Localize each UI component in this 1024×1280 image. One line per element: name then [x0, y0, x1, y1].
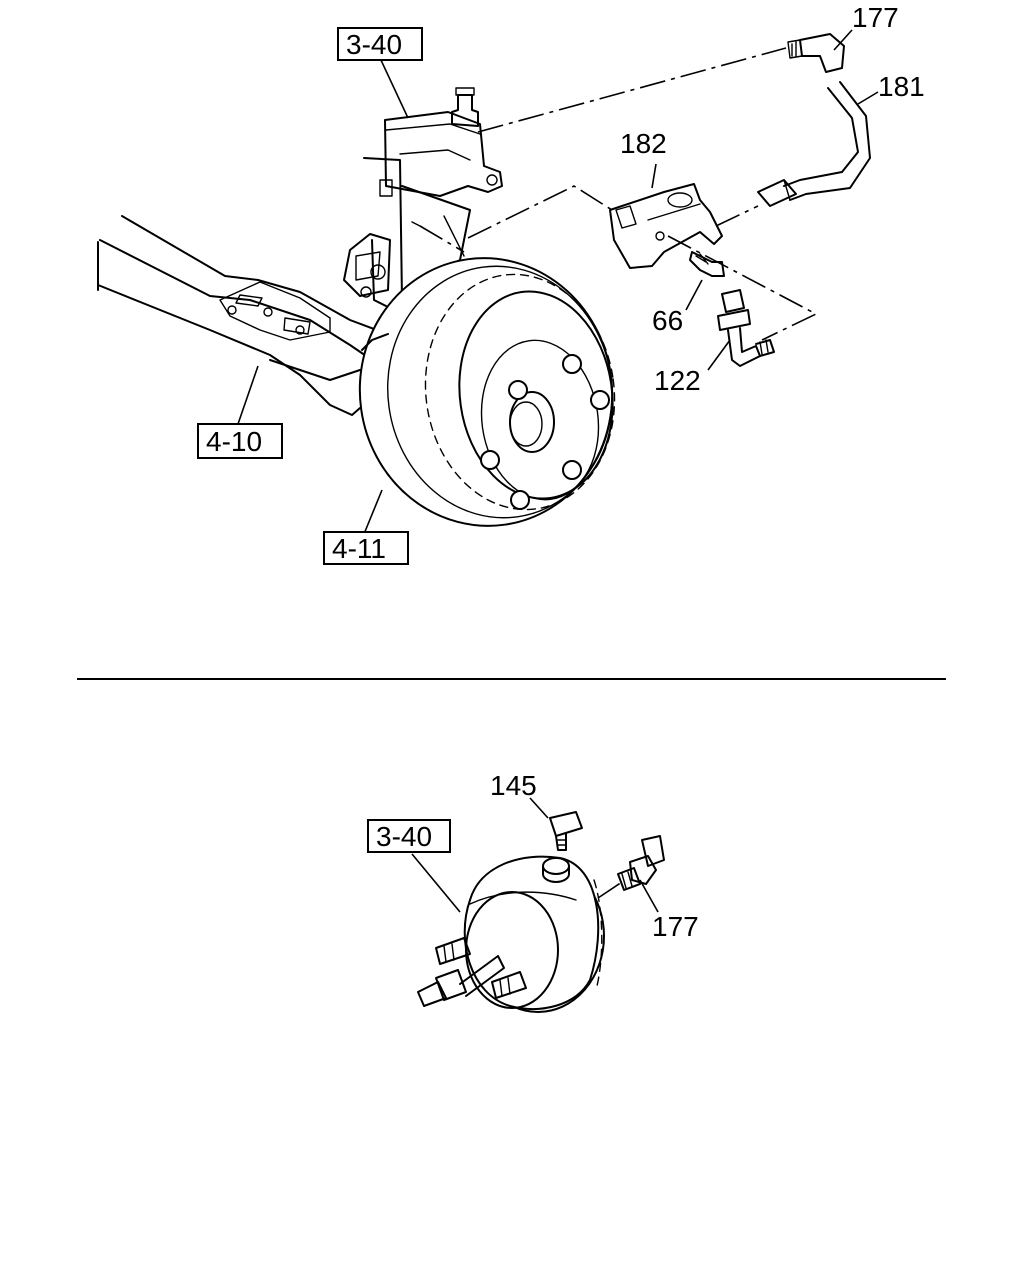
hose-181	[757, 81, 871, 207]
callout-145: 145	[490, 770, 537, 801]
ref-3-40-top: 3-40	[346, 29, 402, 60]
ref-4-10: 4-10	[206, 426, 262, 457]
ref-box-4-11	[323, 531, 409, 565]
ref-4-11: 4-11	[332, 533, 386, 564]
ref-box-3-40-top	[337, 27, 423, 61]
callout-177: 177	[852, 2, 899, 33]
ref-box-3-40-bottom	[367, 819, 451, 853]
plug-145	[549, 811, 583, 851]
brake-drum	[358, 257, 616, 527]
elbow-fitting-177-bottom	[617, 835, 665, 891]
leader-3-40-bottom	[411, 853, 461, 913]
brake-chamber	[417, 855, 605, 1013]
top-exploded-view: 177 181 182 66 122 3-40 4-10 4-11	[97, 2, 925, 565]
callout-66: 66	[652, 305, 683, 336]
callout-182: 182	[620, 128, 667, 159]
leader-177-bottom	[639, 879, 659, 913]
ref-box-4-10	[197, 423, 283, 459]
callout-177-bottom: 177	[652, 911, 699, 942]
callout-122: 122	[654, 365, 701, 396]
callout-181: 181	[878, 71, 925, 102]
assembly-line-valve-to-bracket	[467, 185, 613, 239]
bolt-66	[689, 251, 725, 277]
bottom-detail-view: 145 177 3-40	[367, 770, 699, 1013]
assembly-line-bracket-to-122	[667, 235, 818, 341]
assembly-line-drum-to-valve	[419, 225, 465, 253]
elbow-fitting-177	[787, 33, 845, 73]
ref-3-40-bottom: 3-40	[376, 821, 432, 852]
bracket-182	[609, 183, 723, 269]
pipe-fitting-122	[717, 289, 775, 367]
assembly-line-chamber-to-177	[597, 881, 623, 899]
wheel-studs	[480, 354, 610, 510]
assembly-line-bracket-to-hose	[715, 205, 759, 227]
leader-145	[529, 797, 549, 819]
leader-lines	[237, 29, 879, 535]
assembly-line-valve-to-177	[477, 47, 787, 133]
